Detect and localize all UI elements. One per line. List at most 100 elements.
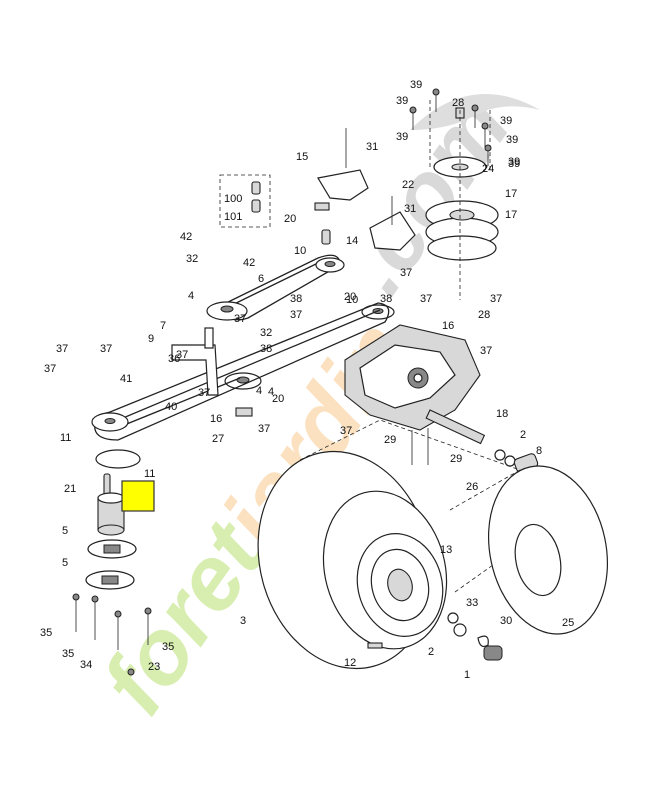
callout-31: 31	[404, 203, 416, 215]
callout-32: 32	[260, 327, 272, 339]
callout-37: 37	[420, 293, 432, 305]
part-9-idler-arm	[171, 344, 219, 396]
pulley-4-a	[206, 301, 248, 321]
callout-12: 12	[344, 657, 356, 669]
callout-37: 37	[56, 343, 68, 355]
callout-4: 4	[256, 385, 262, 397]
callout-5: 5	[62, 557, 68, 569]
callout-37: 37	[198, 387, 210, 399]
callout-21: 21	[64, 483, 76, 495]
callout-37: 37	[234, 313, 246, 325]
part-21-hub	[97, 492, 125, 536]
part-7-transmission	[344, 324, 486, 445]
callout-100: 100	[224, 193, 242, 205]
callout-36: 36	[168, 353, 180, 365]
callout-37: 37	[44, 363, 56, 375]
callout-24: 24	[482, 163, 494, 175]
callout-27: 27	[212, 433, 224, 445]
callout-3: 3	[240, 615, 246, 627]
callout-20: 20	[344, 291, 356, 303]
callout-20: 20	[272, 393, 284, 405]
part-20-clip	[314, 202, 330, 211]
callout-11: 11	[144, 468, 155, 480]
callout-39: 39	[410, 79, 422, 91]
callout-37: 37	[176, 349, 188, 361]
callout-41: 41	[120, 373, 132, 385]
callout-35: 35	[40, 627, 52, 639]
part-30-clip	[477, 635, 489, 648]
callout-11: 11	[60, 432, 71, 444]
callout-37: 37	[340, 425, 352, 437]
callout-39: 39	[500, 115, 512, 127]
callout-39: 39	[396, 131, 408, 143]
callout-18: 18	[496, 408, 508, 420]
highlight-19-box	[121, 480, 155, 512]
callout-6: 6	[258, 273, 264, 285]
part-14-bracket	[369, 211, 416, 251]
callout-29: 29	[384, 434, 396, 446]
callout-35: 35	[62, 648, 74, 660]
callout-26: 26	[466, 481, 478, 493]
callout-17: 17	[505, 209, 517, 221]
callout-38: 38	[380, 293, 392, 305]
part-2-washer-lower	[453, 623, 467, 637]
callout-10: 10	[294, 245, 306, 257]
bolts-39	[409, 88, 492, 166]
callout-17: 17	[505, 188, 517, 200]
callout-39: 39	[508, 158, 520, 170]
callout-29: 29	[450, 453, 462, 465]
callout-9: 9	[148, 333, 154, 345]
part-5-blade-a	[87, 539, 137, 559]
pulley-4-b	[315, 257, 345, 273]
top-pulley-assembly	[425, 100, 499, 300]
callout-39: 39	[506, 134, 518, 146]
pulley-10-b	[361, 304, 395, 320]
part-12-pin	[367, 642, 383, 649]
callout-35: 35	[162, 641, 174, 653]
part-5-blade-b	[85, 570, 135, 590]
callout-31: 31	[366, 141, 378, 153]
callout-22: 22	[402, 179, 414, 191]
callout-8: 8	[536, 445, 542, 457]
callout-14: 14	[346, 235, 358, 247]
callout-37: 37	[400, 267, 412, 279]
callout-37: 37	[290, 309, 302, 321]
part-15-bracket	[317, 169, 369, 201]
part-11-plate	[95, 449, 141, 469]
part-2-washer	[494, 449, 506, 461]
callout-1: 1	[464, 669, 470, 681]
part-25-tire	[487, 465, 609, 635]
callout-2: 2	[520, 429, 526, 441]
callout-25: 25	[562, 617, 574, 629]
callout-37: 37	[258, 423, 270, 435]
callout-34: 34	[80, 659, 92, 671]
part-100-bushing	[251, 181, 261, 195]
callout-28: 28	[452, 97, 464, 109]
callout-16: 16	[442, 320, 454, 332]
part-101-bushing	[251, 199, 261, 213]
callout-37: 37	[480, 345, 492, 357]
part-11-pulley	[91, 412, 129, 432]
callout-5: 5	[62, 525, 68, 537]
callout-39: 39	[396, 95, 408, 107]
callout-33: 33	[466, 597, 478, 609]
pulley-4-c	[224, 372, 262, 390]
callout-38: 38	[260, 343, 272, 355]
callout-101: 101	[224, 211, 242, 223]
callout-4: 4	[268, 386, 274, 398]
callout-37: 37	[100, 343, 112, 355]
callout-13: 13	[440, 544, 452, 556]
part-10-spacer-top	[321, 229, 331, 245]
callout-2: 2	[428, 646, 434, 658]
part-1-cap	[483, 645, 503, 661]
callout-4: 4	[188, 290, 194, 302]
part-13-rim	[356, 533, 444, 637]
callout-15: 15	[296, 151, 308, 163]
callout-16: 16	[210, 413, 222, 425]
callout-42: 42	[180, 231, 192, 243]
part-20-clip-lower	[235, 407, 253, 417]
callout-32: 32	[186, 253, 198, 265]
callout-30: 30	[500, 615, 512, 627]
